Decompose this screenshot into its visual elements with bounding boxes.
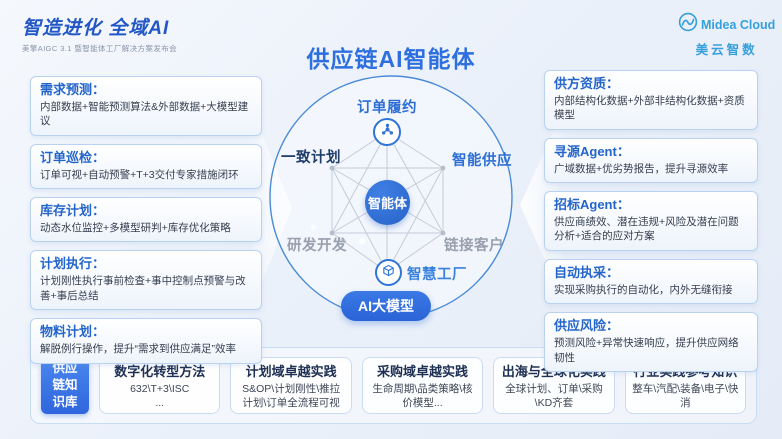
knowledge-base-tag: 供应 链知 识库 [41, 357, 89, 414]
ai-foundation-model-pill: AI大模型 [341, 291, 431, 321]
panel-material-plan: 物料计划： 解脱例行操作，提升“需求到供应满足”效率 [30, 318, 262, 364]
panel-order-inspection: 订单巡检： 订单可视+自动预警+T+3交付专家措施闭环 [30, 143, 262, 190]
panel-title: 自动执采： [554, 264, 620, 280]
label-connect-customers: 链接客户 [444, 238, 504, 254]
panel-title: 供应风险： [554, 318, 620, 334]
panel-demand-forecast: 需求预测： 内部数据+智能预测算法&外部数据+大模型建议 [30, 76, 262, 136]
panel-inventory-plan: 库存计划： 动态水位监控+多模型研判+库存优化策略 [30, 197, 262, 243]
panel-bidding-agent: 招标Agent： 供应商绩效、潜在违规+风险及潜在问题分析+适合的应对方案 [544, 191, 758, 251]
panel-desc: 实现采购执行的自动化，内外无缝衔接 [554, 283, 733, 296]
brand-title: 智造进化 全域AI [22, 18, 170, 39]
panel-title: 招标Agent： [554, 197, 630, 213]
agent-center-node: 智能体 [365, 180, 410, 225]
panel-desc: 预测风险+异常快速响应，提升供应网络韧性 [554, 337, 739, 364]
label-order-fulfillment: 订单履约 [357, 100, 417, 116]
kb-item-desc: 632\T+3\ISC ... [130, 382, 190, 409]
label-rd-development: 研发开发 [287, 238, 347, 254]
left-panel-column: 需求预测： 内部数据+智能预测算法&外部数据+大模型建议 订单巡检： 订单可视+… [30, 76, 262, 372]
panel-desc: 订单可视+自动预警+T+3交付专家措施闭环 [40, 168, 239, 181]
panel-desc: 广域数据+优劣势报告，提升寻源效率 [554, 162, 729, 175]
label-smart-factory: 智慧工厂 [407, 267, 467, 283]
tag-line: 链知 [52, 378, 78, 393]
kb-item-title: 计划域卓越实践 [245, 363, 337, 379]
panel-sourcing-agent: 寻源Agent： 广域数据+优劣势报告，提升寻源效率 [544, 137, 758, 184]
label-intelligent-supply: 智能供应 [452, 153, 512, 169]
share-icon [380, 122, 395, 142]
panel-title: 供方资质： [554, 76, 620, 91]
label-consistent-planning: 一致计划 [281, 150, 341, 166]
panel-desc: 内部数据+智能预测算法&外部数据+大模型建议 [40, 100, 249, 128]
package-box-icon [381, 263, 396, 283]
logo-text-cn: 美云智数 [695, 43, 758, 57]
smart-factory-node [375, 259, 402, 286]
panel-title: 需求预测： [40, 82, 106, 97]
logo-text-en: Midea Cloud [701, 17, 776, 32]
panel-title: 库存计划： [40, 203, 106, 219]
panel-plan-execution: 计划执行： 计划刚性执行事前检查+事中控制点预警与改善+事后总结 [30, 250, 262, 311]
midea-logo-icon [678, 12, 698, 37]
panel-title: 物料计划： [40, 324, 106, 340]
panel-supplier-qualification: 供方资质： 内部结构化数据+外部非结构化数据+资质模型 [544, 70, 758, 130]
panel-desc: 计划刚性执行事前检查+事中控制点预警与改善+事后总结 [40, 275, 246, 302]
page-title: 供应链AI智能体 [306, 46, 476, 72]
panel-desc: 供应商绩效、潜在违规+风险及潜在问题分析+适合的应对方案 [554, 215, 739, 243]
kb-item-planning-excellence: 计划域卓越实践 S&OP\计划刚性\推拉计划\订单全流程可视 [230, 357, 352, 414]
kb-item-procurement-excellence: 采购域卓越实践 生命周期\品类策略\核价模型... [361, 357, 484, 414]
kb-item-desc: 生命周期\品类策略\核价模型... [372, 382, 473, 409]
kb-item-desc: 整车\汽配\装备\电子\快消 [632, 382, 739, 409]
kb-item-title: 采购域卓越实践 [377, 363, 469, 379]
right-panel-column: 供方资质： 内部结构化数据+外部非结构化数据+资质模型 寻源Agent： 广域数… [544, 70, 758, 380]
tag-line: 供应 [52, 361, 78, 376]
panel-title: 计划执行： [40, 256, 106, 272]
panel-desc: 动态水位监控+多模型研判+库存优化策略 [40, 221, 231, 234]
tag-line: 识库 [52, 394, 78, 409]
kb-item-desc: S&OP\计划刚性\推拉计划\订单全流程可视 [242, 382, 341, 409]
panel-auto-procurement: 自动执采： 实现采购执行的自动化，内外无缝衔接 [544, 258, 758, 305]
kb-item-title: 数字化转型方法 [114, 363, 206, 379]
kb-item-desc: 全球计划、订单\采购\KD齐套 [505, 382, 603, 409]
panel-desc: 内部结构化数据+外部非结构化数据+资质模型 [554, 94, 745, 122]
order-fulfillment-node [373, 118, 401, 146]
brand-subtitle: 美擎AIGC 3.1 暨智能体工厂解决方案发布会 [22, 44, 178, 53]
brand-block: 智造进化 全域AI 美擎AIGC 3.1 暨智能体工厂解决方案发布会 [22, 13, 177, 54]
midea-cloud-logo: Midea Cloud 美云智数 [678, 12, 775, 58]
panel-title: 订单巡检： [40, 149, 106, 165]
panel-supply-risk: 供应风险： 预测风险+异常快速响应，提升供应网络韧性 [544, 312, 758, 373]
panel-title: 寻源Agent： [554, 143, 630, 159]
panel-desc: 解脱例行操作，提升“需求到供应满足”效率 [40, 343, 236, 356]
